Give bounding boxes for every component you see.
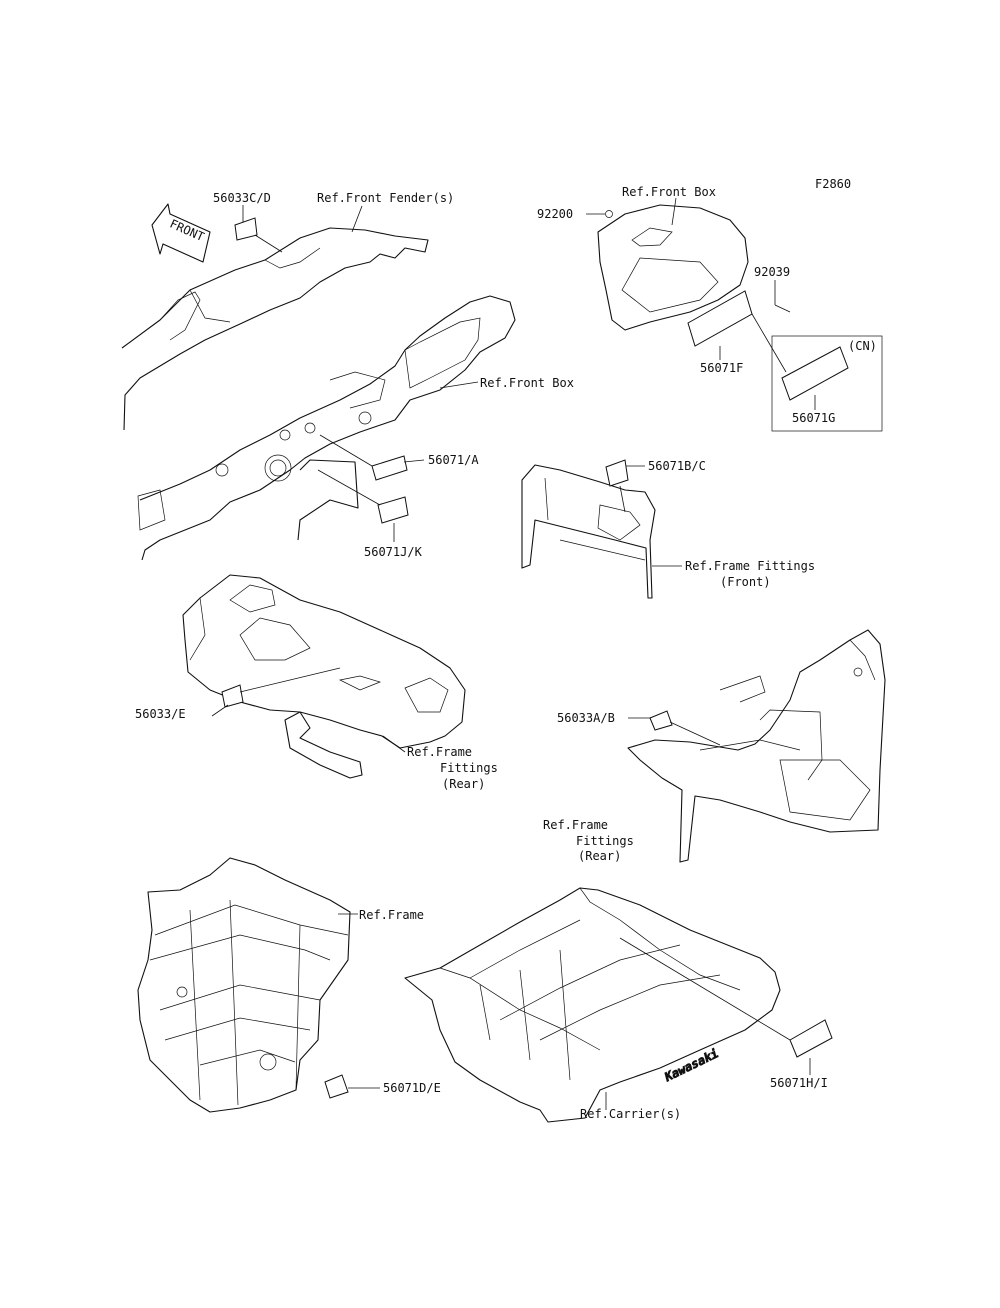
callout-56033AB: 56033A/B [557, 711, 615, 725]
front-dash-panel-drawing [137, 295, 516, 561]
frame-fittings-front-drawing [521, 464, 656, 599]
callout-56033CD: 56033C/D [213, 191, 271, 205]
callout-ref-frame-fittings-rear-b-1: Ref.Frame [543, 818, 608, 832]
callout-56033E: 56033/E [135, 707, 186, 721]
callout-ref-carriers: Ref.Carrier(s) [580, 1107, 681, 1121]
leader-lines [211, 197, 816, 1110]
label-56033AB-decal [649, 710, 673, 731]
frame-drawing [137, 857, 351, 1113]
cn-variant-box [771, 335, 883, 432]
callout-92039: 92039 [754, 265, 790, 279]
callout-ref-front-box-top: Ref.Front Box [622, 185, 716, 199]
callout-labels: 56033C/D Ref.Front Fender(s) 92200 Ref.F… [135, 185, 877, 1121]
front-fender-drawing [121, 227, 429, 431]
callout-ref-frame-fittings-front-2: (Front) [720, 575, 771, 589]
callout-ref-front-box-mid: Ref.Front Box [480, 376, 574, 390]
rear-fender-drawing [182, 574, 466, 779]
frame-fittings-rear-right-drawing [627, 629, 886, 863]
figure-code: F2860 [815, 177, 851, 191]
label-56033CD-decal [234, 217, 258, 241]
callout-56071BC: 56071B/C [648, 459, 706, 473]
callout-56071F: 56071F [700, 361, 743, 375]
callout-ref-frame-fittings-rear-b-3: (Rear) [578, 849, 621, 863]
callout-ref-frame-fittings-rear-a-3: (Rear) [442, 777, 485, 791]
front-direction-arrow: FRONT [151, 203, 211, 263]
callout-ref-front-fenders: Ref.Front Fender(s) [317, 191, 454, 205]
callout-ref-frame-fittings-rear-a-2: Fittings [440, 761, 498, 775]
front-box-drawing [597, 204, 749, 331]
callout-ref-frame-fittings-front-1: Ref.Frame Fittings [685, 559, 815, 573]
callout-56071A: 56071/A [428, 453, 479, 467]
label-56033E-decal [221, 684, 244, 708]
label-56071BC-decal [605, 459, 629, 487]
label-56071DE-decal [324, 1074, 349, 1099]
label-56071A-decal [371, 455, 408, 481]
callout-56071JK: 56071J/K [364, 545, 423, 559]
kawasaki-logo: Kawasaki [662, 1046, 721, 1084]
label-56071HI-decal [789, 1019, 833, 1058]
front-arrow-label: FRONT [168, 217, 207, 244]
callout-ref-frame-fittings-rear-a-1: Ref.Frame [407, 745, 472, 759]
callout-92200: 92200 [537, 207, 573, 221]
carrier-drawing: Kawasaki [404, 887, 781, 1123]
callout-56071G: 56071G [792, 411, 835, 425]
callout-ref-frame: Ref.Frame [359, 908, 424, 922]
callout-56071HI: 56071H/I [770, 1076, 828, 1090]
label-56071JK-decal [377, 496, 409, 524]
label-56071G-decal [781, 346, 849, 401]
callout-ref-frame-fittings-rear-b-2: Fittings [576, 834, 634, 848]
callout-cn: (CN) [848, 339, 877, 353]
callout-56071DE: 56071D/E [383, 1081, 441, 1095]
